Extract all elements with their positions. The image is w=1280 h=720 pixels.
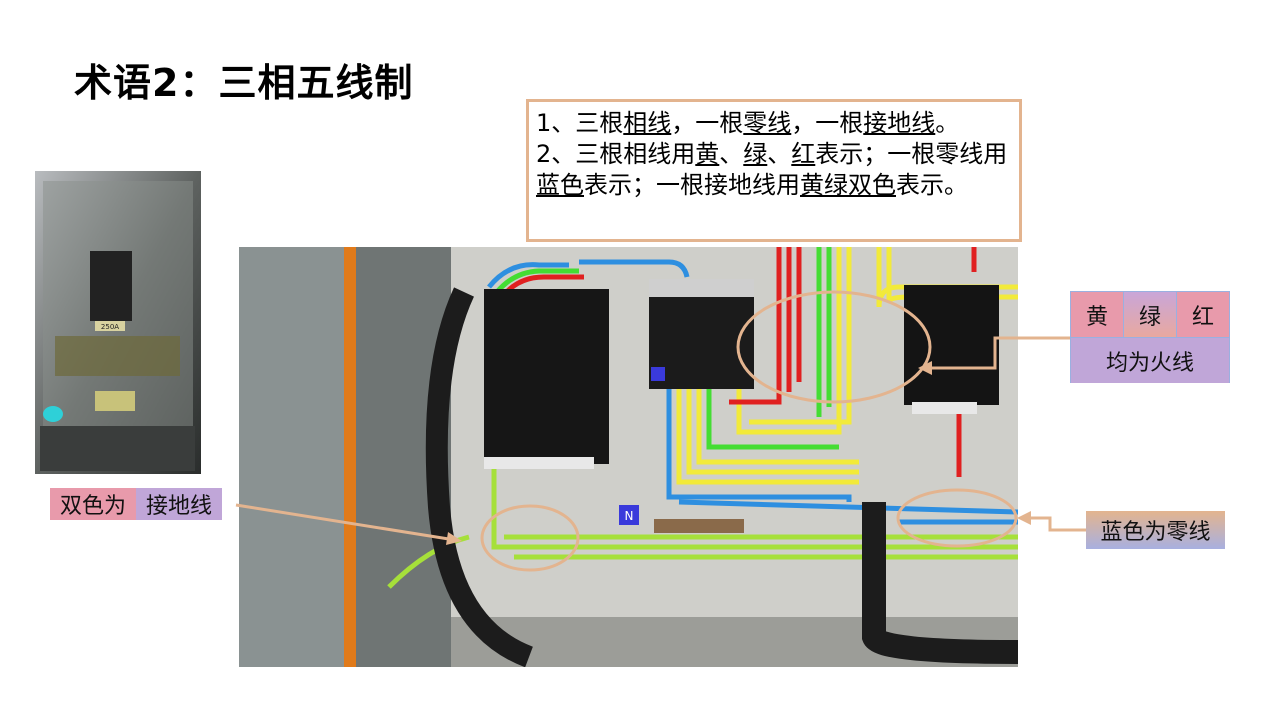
breaker-rating: 250A	[101, 323, 119, 331]
notes-line-2: 2、三根相线用黄、绿、红表示；一根零线用蓝色表示；一根接地线用黄绿双色表示。	[536, 139, 1012, 201]
underlined-term: 黄	[695, 140, 720, 168]
notes-text: 1、三根	[536, 109, 624, 137]
slide-title: 术语2：三相五线制	[74, 61, 414, 105]
neutral-highlight-ellipse	[896, 488, 1018, 548]
notes-box: 1、三根相线，一根零线，一根接地线。 2、三根相线用黄、绿、红表示；一根零线用蓝…	[526, 99, 1022, 242]
label-ground: 接地线	[136, 488, 223, 520]
notes-text: 。	[935, 109, 960, 137]
label-neutral: 蓝色为零线	[1086, 511, 1225, 549]
underlined-term: 绿	[743, 140, 768, 168]
underlined-term: 相线	[623, 109, 672, 137]
distribution-box-photo: N	[239, 247, 1018, 667]
underlined-term: 红	[791, 140, 816, 168]
live-wire-label-table: 黄 绿 红 均为火线	[1070, 291, 1230, 383]
notes-text: 表示；一根接地线用	[584, 171, 800, 199]
live-arrow	[925, 336, 1070, 370]
notes-text: 、	[767, 140, 792, 168]
neutral-badge: N	[625, 509, 634, 523]
ground-highlight-ellipse	[480, 504, 580, 572]
label-green: 绿	[1124, 292, 1177, 337]
underlined-term: 黄绿双色	[800, 171, 896, 199]
underlined-term: 接地线	[863, 109, 936, 137]
label-all-live: 均为火线	[1071, 337, 1229, 383]
label-red: 红	[1177, 292, 1229, 337]
label-dual-color: 双色为	[50, 488, 137, 520]
notes-text: 2、三根相线用	[536, 140, 696, 168]
notes-text: 表示；一根零线用	[815, 140, 1008, 168]
ground-arrow	[235, 503, 456, 542]
label-yellow: 黄	[1071, 292, 1124, 337]
notes-line-1: 1、三根相线，一根零线，一根接地线。	[536, 108, 1012, 139]
ground-label: 双色为 接地线	[50, 488, 223, 520]
underlined-term: 蓝色	[536, 171, 584, 199]
notes-text: 、	[719, 140, 744, 168]
notes-text: ，一根	[791, 109, 864, 137]
circuit-breaker-photo: 250A	[35, 171, 201, 474]
notes-text: 表示。	[896, 171, 968, 199]
notes-text: ，一根	[671, 109, 744, 137]
live-wires-highlight-ellipse	[736, 290, 932, 404]
underlined-term: 零线	[743, 109, 792, 137]
neutral-arrow	[1022, 516, 1086, 532]
